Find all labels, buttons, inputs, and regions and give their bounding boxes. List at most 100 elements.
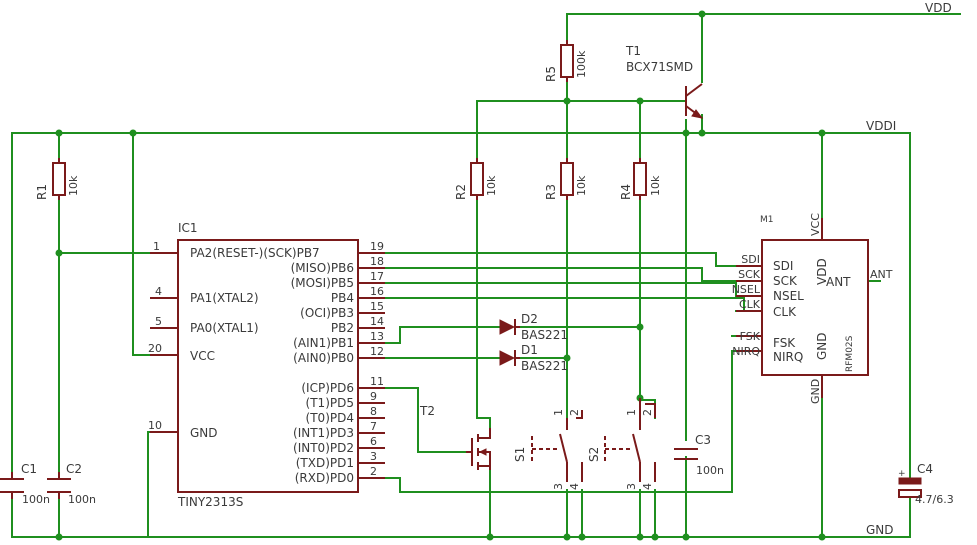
m1-value: RFM02S: [845, 335, 855, 372]
ic1-pin-num: 10: [148, 419, 162, 432]
diode-value: BAS221: [521, 328, 568, 342]
resistor-r2: R2 10k: [454, 158, 498, 200]
switch-ref: S1: [513, 447, 527, 462]
ic1-pin-num: 17: [370, 270, 384, 283]
ic1-pin-label: (MOSI)PB5: [291, 276, 354, 290]
net-label-vdd: VDD: [925, 1, 952, 15]
resistor-value: 10k: [575, 175, 588, 196]
switch-pin: 4: [641, 483, 654, 490]
m1-rf-module: M1 SDI SCK NSEL CLK FSK NIRQ ANT VDD GND…: [732, 213, 893, 404]
switch-pin: 1: [625, 409, 638, 416]
capacitor-c4: + C4 4.7/6.3: [898, 462, 954, 506]
resistor-r5: R5 100k: [544, 40, 588, 82]
ic1-pin-num: 18: [370, 255, 384, 268]
ic1-pin-label: (AIN1)PB1: [293, 336, 354, 350]
capacitor-value: 100n: [68, 493, 96, 506]
ic1-pin-label: PA2(RESET-)(SCK)PB7: [190, 246, 320, 260]
ic1-pin-num: 6: [370, 435, 377, 448]
resistor-r1: R1 10k: [35, 158, 80, 200]
resistor-ref: R4: [619, 184, 633, 200]
ic1-pin-label: VCC: [190, 349, 215, 363]
ic1-pin-num: 4: [155, 285, 162, 298]
transistor-ref: T2: [419, 404, 435, 418]
ic1-pin-num: 12: [370, 345, 384, 358]
ic1-pin-num: 7: [370, 420, 377, 433]
ic1-pin-label: (INT1)PD3: [293, 426, 354, 440]
m1-pin-ant: ANT: [870, 268, 893, 281]
ic1-pin-num: 9: [370, 390, 377, 403]
ic1-pin-label: (MISO)PB6: [291, 261, 354, 275]
diode-d2: D2 BAS221: [499, 312, 568, 342]
m1-pin-fsk: FSK: [740, 330, 761, 343]
m1-inner-sck: SCK: [773, 274, 798, 288]
capacitor-ref: C3: [695, 433, 711, 447]
capacitor-ref: C1: [21, 462, 37, 476]
resistor-value: 100k: [575, 50, 588, 78]
transistor-t1: T1 BCX71SMD: [625, 44, 704, 119]
diode-d1: D1 BAS221: [499, 343, 568, 373]
switch-pin: 2: [568, 409, 581, 416]
ic1-pin-label: (ICP)PD6: [301, 381, 354, 395]
ic1-pin-num: 13: [370, 330, 384, 343]
switch-pin: 4: [568, 483, 581, 490]
transistor-t2: T2: [419, 404, 491, 470]
m1-inner-gnd: GND: [815, 332, 829, 360]
diode-ref: D1: [521, 343, 538, 357]
switch-pin: 1: [552, 409, 565, 416]
transistor-ref: T1: [625, 44, 641, 58]
ic1-pin-label: (TXD)PD1: [296, 456, 354, 470]
m1-inner-vdd: VDD: [815, 258, 829, 285]
ic1-pin-num: 5: [155, 315, 162, 328]
ic1-pin-label: (T1)PD5: [306, 396, 354, 410]
ic1-pin-num: 2: [370, 465, 377, 478]
capacitor-polarity-icon: +: [898, 469, 906, 479]
ic1-pin-label: (T0)PD4: [306, 411, 354, 425]
switch-pin: 3: [552, 483, 565, 490]
ic1-pin-label: PA1(XTAL2): [190, 291, 259, 305]
diode-value: BAS221: [521, 359, 568, 373]
diode-ref: D2: [521, 312, 538, 326]
m1-ref: M1: [760, 215, 774, 225]
ic1-pin-num: 16: [370, 285, 384, 298]
capacitor-ref: C4: [917, 462, 933, 476]
m1-pin-sck: SCK: [738, 268, 761, 281]
ic1-ref: IC1: [178, 221, 198, 235]
ic1-microcontroller: IC1 TINY2313S 1 PA2(RESET-)(SCK)PB7 4 PA…: [148, 221, 385, 509]
ic1-pin-num: 1: [153, 240, 160, 253]
m1-pin-nsel: NSEL: [732, 283, 761, 296]
ic1-pin-label: (OCI)PB3: [300, 306, 354, 320]
switch-s1: S1 1 2 3 4: [513, 409, 583, 490]
m1-pin-clk: CLK: [739, 298, 761, 311]
capacitor-c3: C3 100n: [674, 433, 724, 477]
net-label-gnd: GND: [866, 523, 894, 537]
ic1-pin-num: 8: [370, 405, 377, 418]
capacitor-value: 100n: [696, 464, 724, 477]
switch-s2: S2 1 2 3 4: [587, 398, 656, 490]
ic1-pin-label: (RXD)PD0: [295, 471, 354, 485]
ic1-pin-num: 11: [370, 375, 384, 388]
ic1-value: TINY2313S: [177, 495, 243, 509]
switch-pin: 2: [641, 409, 654, 416]
m1-inner-nsel: NSEL: [773, 289, 804, 303]
resistor-value: 10k: [485, 175, 498, 196]
wires: [11, 13, 961, 538]
ic1-pin-label: GND: [190, 426, 218, 440]
m1-pin-vcc: VCC: [809, 213, 822, 236]
ic1-pin-label: (INT0)PD2: [293, 441, 354, 455]
m1-inner-ant: ANT: [826, 275, 851, 289]
resistor-ref: R1: [35, 184, 49, 200]
ic1-pin-label: PB4: [331, 291, 354, 305]
switch-pin: 3: [625, 483, 638, 490]
m1-inner-nirq: NIRQ: [773, 350, 803, 364]
resistor-ref: R2: [454, 184, 468, 200]
ic1-pin-label: PA0(XTAL1): [190, 321, 259, 335]
ic1-pin-label: (AIN0)PB0: [293, 351, 354, 365]
resistor-value: 10k: [649, 175, 662, 196]
m1-inner-clk: CLK: [773, 305, 797, 319]
m1-pin-gnd: GND: [809, 379, 822, 404]
ic1-pin-num: 19: [370, 240, 384, 253]
capacitor-value: 100n: [22, 493, 50, 506]
transistor-value: BCX71SMD: [626, 60, 693, 74]
capacitor-ref: C2: [66, 462, 82, 476]
